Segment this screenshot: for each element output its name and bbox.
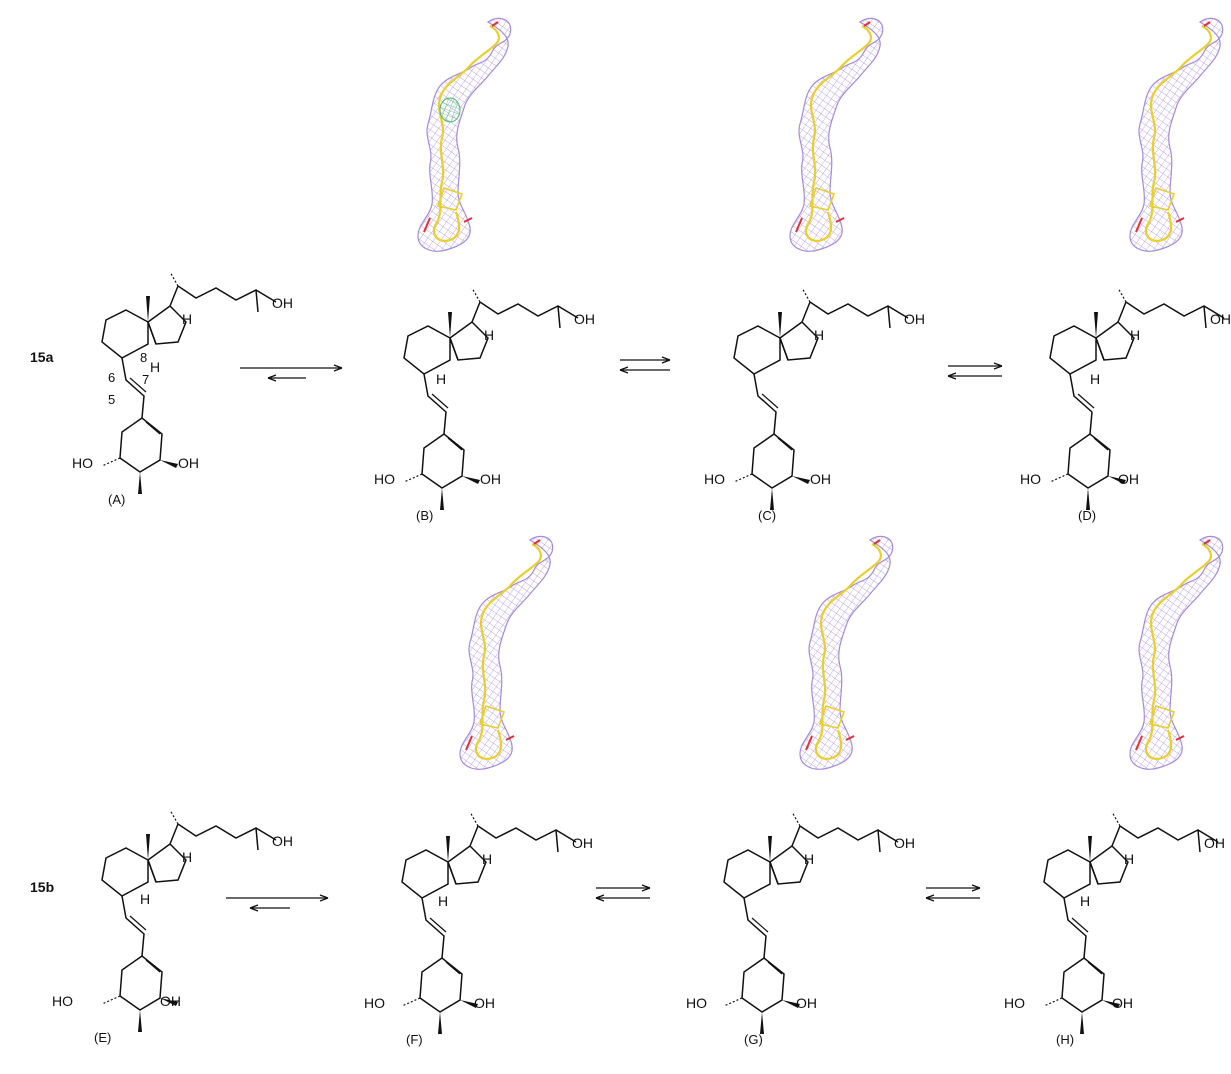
svg-text:6: 6 bbox=[108, 370, 115, 385]
structure-d: H H OH HO OH (D) bbox=[1020, 287, 1231, 523]
structure-a: H H OH HO OH 8 6 7 5 (A) bbox=[72, 271, 293, 507]
svg-text:(D): (D) bbox=[1078, 508, 1096, 523]
svg-text:HO: HO bbox=[686, 995, 707, 1011]
svg-text:H: H bbox=[436, 371, 446, 387]
equilibrium-arrow-cd bbox=[947, 362, 1003, 380]
svg-text:OH: OH bbox=[894, 835, 915, 851]
structure-f: H H OH HO OH (F) bbox=[364, 811, 593, 1047]
svg-text:HO: HO bbox=[374, 471, 395, 487]
svg-text:OH: OH bbox=[474, 995, 495, 1011]
structure-e: H H OH HO OH (E) bbox=[52, 809, 293, 1045]
svg-text:(C): (C) bbox=[758, 508, 776, 523]
svg-text:OH: OH bbox=[1112, 995, 1133, 1011]
svg-text:HO: HO bbox=[1004, 995, 1025, 1011]
svg-text:5: 5 bbox=[108, 392, 115, 407]
svg-text:OH: OH bbox=[272, 295, 293, 311]
svg-text:(G): (G) bbox=[744, 1032, 763, 1047]
equilibrium-arrow-ab bbox=[240, 364, 343, 382]
svg-text:HO: HO bbox=[704, 471, 725, 487]
svg-text:H: H bbox=[804, 851, 814, 867]
density-map-b bbox=[416, 17, 512, 253]
row-label-15b: 15b bbox=[30, 879, 54, 895]
density-map-f bbox=[458, 535, 554, 771]
structure-h: H H OH HO OH (H) bbox=[1004, 811, 1225, 1047]
svg-text:OH: OH bbox=[810, 471, 831, 487]
svg-text:H: H bbox=[140, 891, 150, 907]
svg-text:H: H bbox=[1124, 851, 1134, 867]
svg-text:(H): (H) bbox=[1056, 1032, 1074, 1047]
svg-text:(B): (B) bbox=[416, 508, 433, 523]
svg-text:H: H bbox=[482, 851, 492, 867]
svg-text:H: H bbox=[1090, 371, 1100, 387]
density-map-h bbox=[1128, 535, 1224, 771]
density-map-g bbox=[798, 535, 894, 771]
density-map-c bbox=[788, 17, 884, 253]
svg-text:HO: HO bbox=[52, 993, 73, 1009]
structure-b: H H OH HO OH (B) bbox=[374, 287, 595, 523]
structure-c: H OH HO OH (C) bbox=[704, 287, 925, 523]
svg-text:(E): (E) bbox=[94, 1030, 111, 1045]
equilibrium-arrow-fg bbox=[595, 884, 651, 902]
svg-text:HO: HO bbox=[72, 455, 93, 471]
svg-text:(F): (F) bbox=[406, 1032, 423, 1047]
svg-text:7: 7 bbox=[142, 372, 149, 387]
svg-text:H: H bbox=[182, 849, 192, 865]
equilibrium-arrow-gh bbox=[925, 884, 981, 902]
density-map-d bbox=[1128, 17, 1224, 253]
row-label-15a: 15a bbox=[30, 349, 54, 365]
svg-text:H: H bbox=[484, 327, 494, 343]
svg-text:OH: OH bbox=[178, 455, 199, 471]
svg-text:OH: OH bbox=[796, 995, 817, 1011]
svg-text:HO: HO bbox=[364, 995, 385, 1011]
svg-text:OH: OH bbox=[1210, 311, 1231, 327]
svg-text:H: H bbox=[438, 893, 448, 909]
svg-text:(A): (A) bbox=[108, 492, 125, 507]
svg-text:OH: OH bbox=[160, 993, 181, 1009]
equilibrium-arrow-ef bbox=[226, 894, 329, 912]
difference-density-b bbox=[439, 97, 461, 123]
svg-text:H: H bbox=[150, 359, 160, 375]
svg-text:H: H bbox=[182, 311, 192, 327]
svg-text:H: H bbox=[814, 327, 824, 343]
svg-text:OH: OH bbox=[1118, 471, 1139, 487]
structure-g: H OH HO OH (G) bbox=[686, 811, 915, 1047]
svg-text:OH: OH bbox=[904, 311, 925, 327]
svg-text:OH: OH bbox=[272, 833, 293, 849]
svg-text:HO: HO bbox=[1020, 471, 1041, 487]
svg-text:OH: OH bbox=[574, 311, 595, 327]
svg-text:H: H bbox=[1080, 893, 1090, 909]
svg-text:H: H bbox=[1130, 327, 1140, 343]
equilibrium-arrow-bc bbox=[619, 356, 671, 374]
svg-text:8: 8 bbox=[140, 350, 147, 365]
svg-text:OH: OH bbox=[572, 835, 593, 851]
svg-text:OH: OH bbox=[1204, 835, 1225, 851]
svg-text:OH: OH bbox=[480, 471, 501, 487]
